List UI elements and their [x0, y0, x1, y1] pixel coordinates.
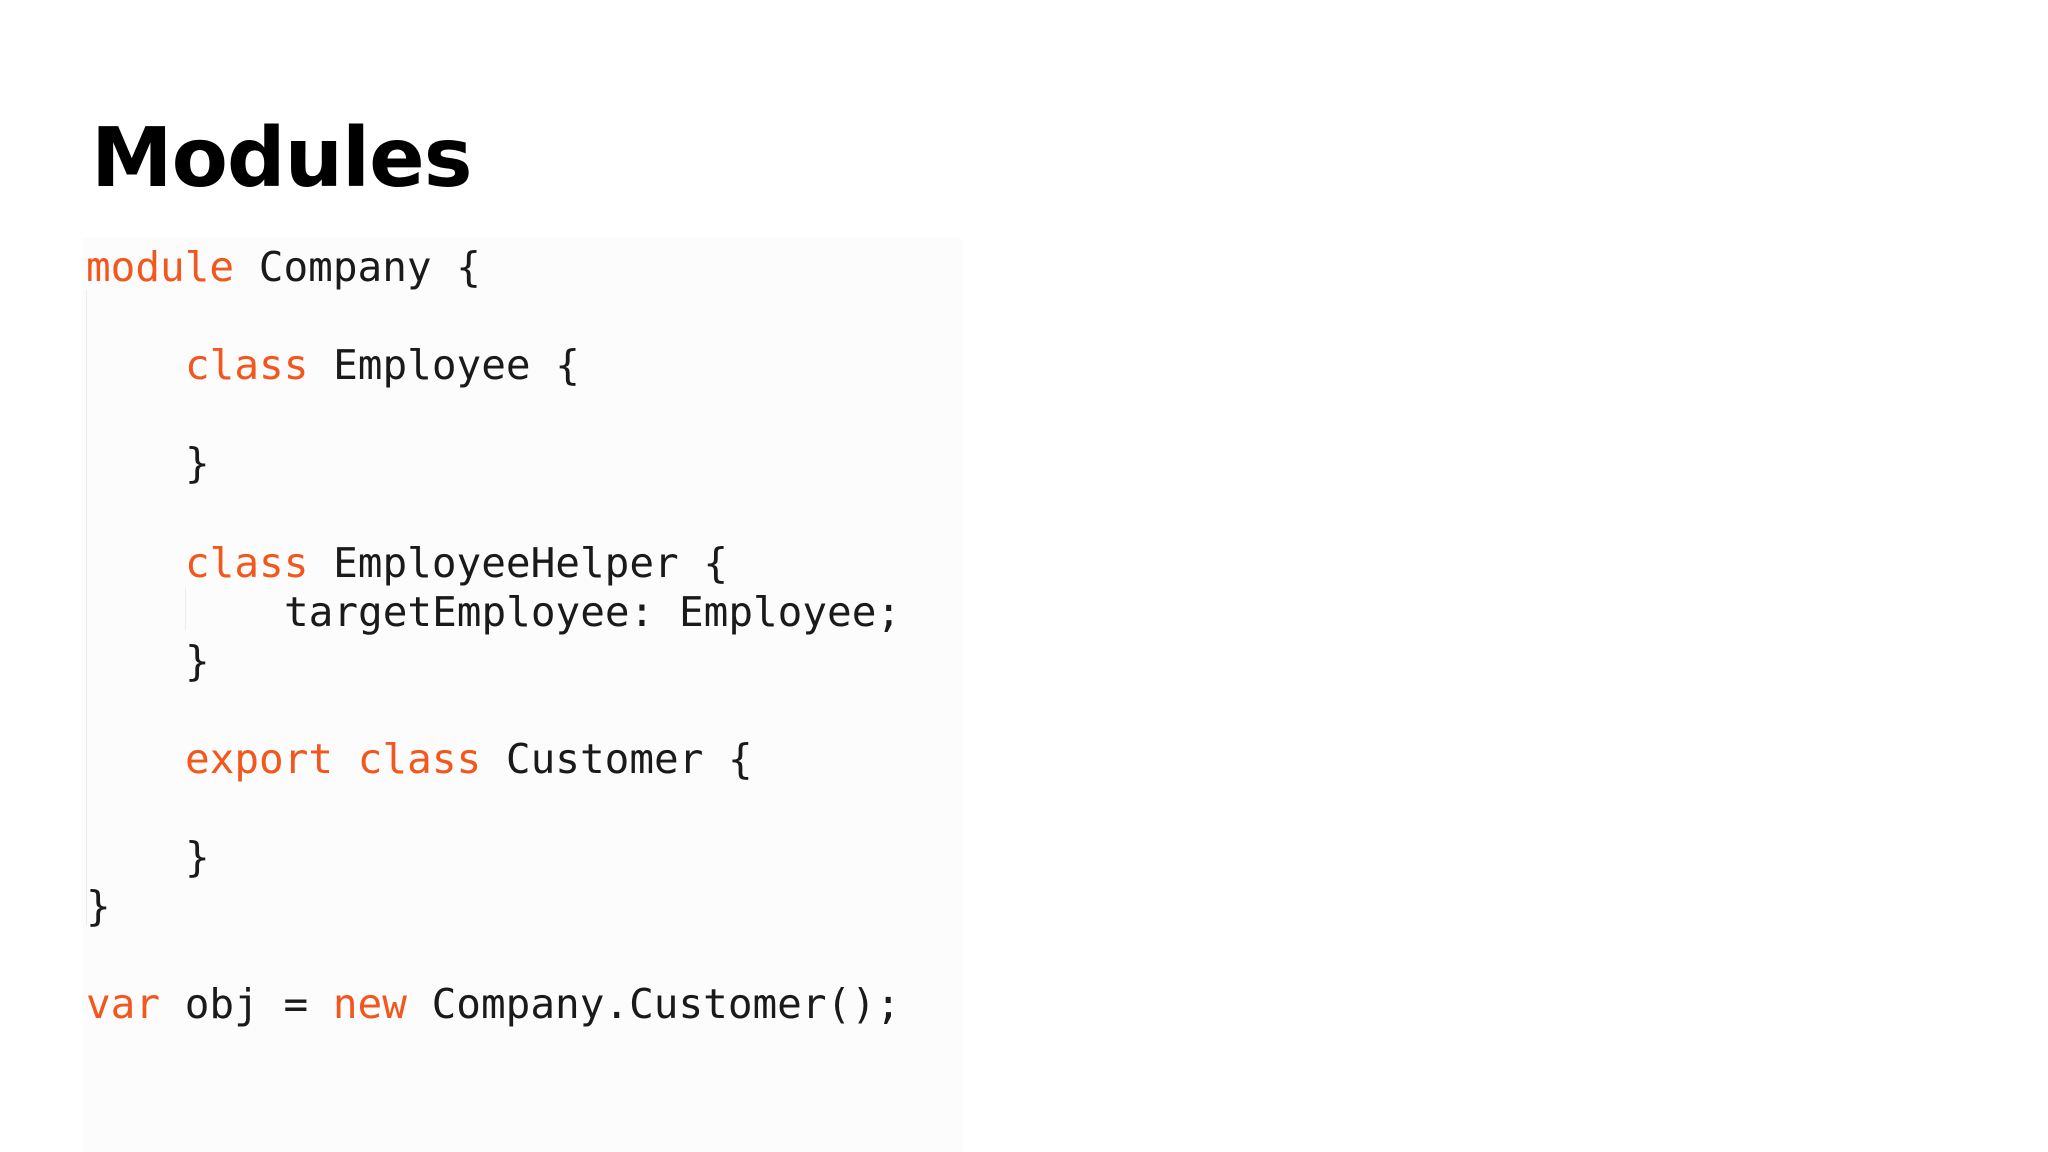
code-text: Employee { [308, 341, 580, 389]
code-text: } [185, 439, 210, 487]
code-line-target-employee: targetEmployee: Employee; [284, 588, 901, 637]
code-text: EmployeeHelper { [308, 539, 729, 587]
code-keyword: export class [185, 735, 482, 783]
code-keyword: module [86, 243, 235, 291]
code-line-close-module: } [86, 882, 111, 931]
code-keyword: class [185, 539, 309, 587]
code-text: } [185, 637, 210, 685]
code-block: module Company { class Employee { } clas… [82, 238, 962, 1152]
slide-title: Modules [91, 111, 473, 206]
code-keyword: class [185, 341, 309, 389]
code-text: targetEmployee: Employee; [284, 588, 902, 636]
code-text: Customer { [481, 735, 753, 783]
code-line-class-employee: class Employee { [185, 341, 580, 390]
code-keyword: var [86, 980, 161, 1028]
code-line-module: module Company { [86, 243, 481, 292]
code-text: obj = [160, 980, 333, 1028]
code-text: Company.Customer(); [406, 980, 901, 1028]
code-line-class-helper: class EmployeeHelper { [185, 539, 728, 588]
code-keyword: new [332, 980, 407, 1028]
code-line-export-customer: export class Customer { [185, 735, 753, 784]
code-text: Company { [234, 243, 481, 291]
code-text: } [185, 833, 210, 881]
code-line-close-helper: } [185, 637, 210, 686]
indent-guide-module [86, 290, 87, 925]
code-line-close-customer: } [185, 833, 210, 882]
code-line-close-employee: } [185, 439, 210, 488]
indent-guide-helper [185, 588, 186, 630]
code-line-var-obj: var obj = new Company.Customer(); [86, 980, 901, 1029]
code-text: } [86, 882, 111, 930]
